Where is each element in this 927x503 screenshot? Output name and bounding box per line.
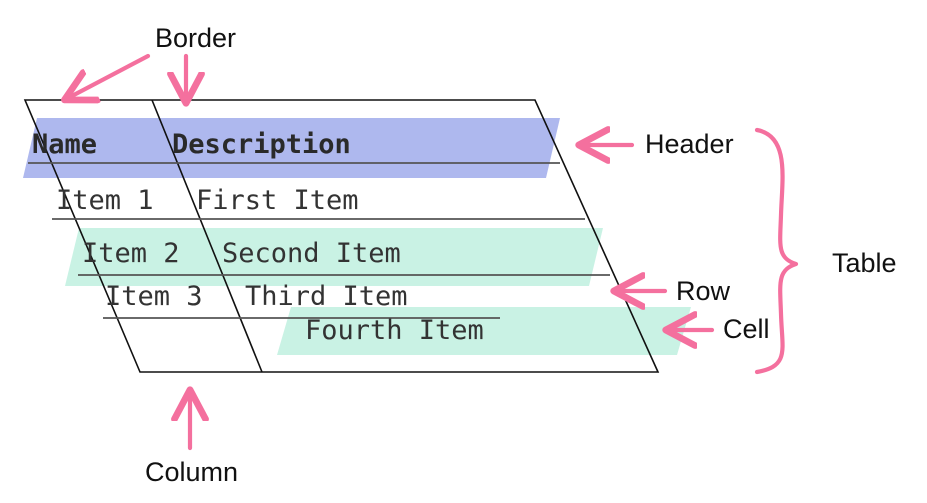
floating-cell-text: Fourth Item [305, 315, 484, 346]
table-cell-name-row3: Item 3 [105, 281, 203, 312]
table-cell-description-row1: First Item [196, 185, 359, 216]
table-header-cell-name: Name [32, 129, 98, 160]
annotation-label-table: Table [832, 248, 897, 278]
table-border-outline [23, 99, 660, 373]
table-cell-name-row1: Item 1 [56, 185, 154, 216]
annotation-label-cell: Cell [723, 314, 770, 344]
row-highlight-band [65, 228, 603, 286]
table-cell-description-row2: Second Item [222, 238, 401, 269]
table-brace [754, 127, 799, 375]
annotation-label-column: Column [145, 457, 239, 487]
annotation-label-border: Border [155, 23, 237, 53]
arrow-border-diagonal [70, 53, 151, 97]
table-cell-name-row2: Item 2 [82, 238, 180, 269]
table-cell-description-row3: Third Item [245, 281, 408, 312]
annotation-label-header: Header [645, 129, 734, 159]
table-header-cell-description: Description [172, 129, 351, 160]
column-divider-line [151, 99, 263, 373]
floating-cell-band [277, 307, 691, 355]
annotation-label-row: Row [676, 276, 731, 306]
